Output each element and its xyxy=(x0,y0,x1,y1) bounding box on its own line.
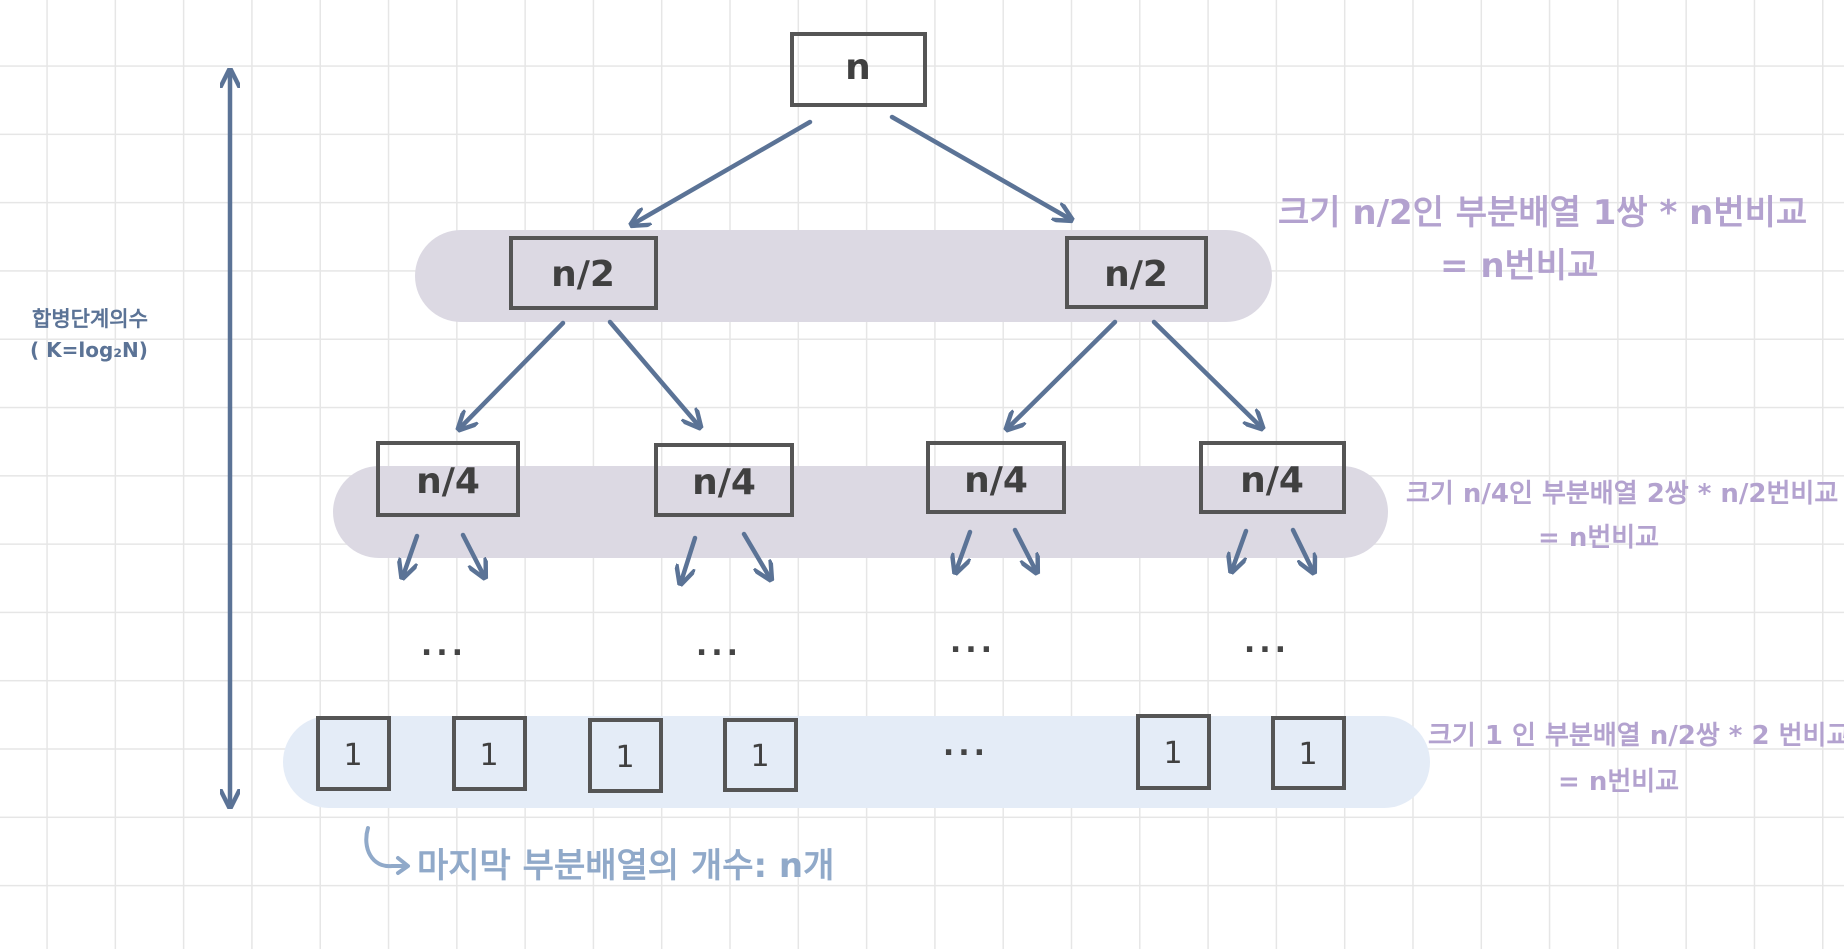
leaf-node-box xyxy=(452,716,527,791)
quarter-node-box xyxy=(926,441,1066,514)
tree-arrow xyxy=(460,320,566,428)
tree-arrow xyxy=(1151,319,1261,427)
level2-cost-note: 크기 n/4인 부분배열 2쌍 * n/2번비교 xyxy=(1406,479,1838,509)
ellipsis: ... xyxy=(1244,625,1290,660)
tree-arrow xyxy=(1232,528,1249,570)
leaves-cost-result: = n번비교 xyxy=(1558,767,1679,797)
leaf-node-label: 1 xyxy=(1163,736,1182,771)
quarter-node-label: n/4 xyxy=(416,461,480,502)
leaf-node-box xyxy=(1271,716,1346,790)
level2-band xyxy=(333,466,1388,558)
ellipsis: ... xyxy=(421,628,467,663)
tree-arrow xyxy=(607,319,699,426)
leaf-band xyxy=(283,716,1430,808)
tree-arrow xyxy=(633,119,813,224)
root-node-box xyxy=(790,32,927,107)
level1-cost-note: 크기 n/2인 부분배열 1쌍 * n번비교 xyxy=(1278,193,1807,233)
quarter-node-box xyxy=(1199,441,1346,514)
quarter-node-box xyxy=(376,441,520,517)
half-node-label: n/2 xyxy=(551,254,615,295)
tree-arrow xyxy=(741,531,770,578)
quarter-node-label: n/4 xyxy=(1240,460,1304,501)
tree-arrow xyxy=(956,529,973,571)
tree-arrow xyxy=(889,114,1070,219)
leaf-node-box xyxy=(588,718,663,793)
leaf-node-label: 1 xyxy=(343,738,362,773)
tree-arrow xyxy=(681,535,698,582)
leaf-node-label: 1 xyxy=(1298,737,1317,772)
half-node-box xyxy=(1065,236,1208,309)
tree-arrow xyxy=(403,533,420,576)
leaves-cost-note: 크기 1 인 부분배열 n/2쌍 * 2 번비교 xyxy=(1428,721,1844,751)
leaf-node-box xyxy=(723,718,798,792)
ellipsis: ... xyxy=(950,625,996,660)
half-node-label: n/2 xyxy=(1104,254,1168,295)
tree-arrow xyxy=(460,532,484,576)
merge-levels-label: 합병단계의수 xyxy=(32,307,148,331)
leaf-gap-ellipsis: ... xyxy=(943,728,989,763)
quarter-node-box xyxy=(654,443,794,517)
level1-band xyxy=(415,230,1272,322)
leaf-node-box xyxy=(1136,714,1211,790)
ellipsis: ... xyxy=(696,628,742,663)
level1-cost-result: = n번비교 xyxy=(1440,246,1598,286)
merge-levels-formula: ( K=log₂N) xyxy=(30,338,148,362)
curved-arrow-icon xyxy=(364,826,410,875)
quarter-node-label: n/4 xyxy=(964,460,1028,501)
tree-arrow xyxy=(1290,527,1313,571)
final-subarray-count-note: 마지막 부분배열의 개수: n개 xyxy=(417,846,834,886)
leaf-node-label: 1 xyxy=(615,740,634,775)
tree-arrow xyxy=(1008,319,1118,428)
root-node-label: n xyxy=(845,47,871,88)
leaf-node-label: 1 xyxy=(750,739,769,774)
quarter-node-label: n/4 xyxy=(692,462,756,503)
level2-cost-result: = n번비교 xyxy=(1538,523,1659,553)
leaf-node-box xyxy=(316,716,391,791)
half-node-box xyxy=(509,236,658,310)
leaf-node-label: 1 xyxy=(479,738,498,773)
tree-arrow xyxy=(1012,527,1036,571)
